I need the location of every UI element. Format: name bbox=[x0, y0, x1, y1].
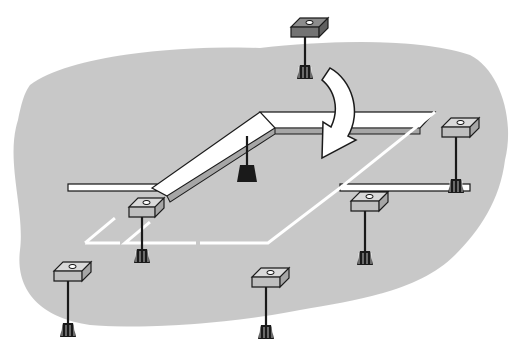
support-foot bbox=[134, 249, 150, 263]
leveling-support-block-icon bbox=[289, 16, 330, 79]
pit-corner-leg bbox=[237, 136, 257, 182]
support-hole bbox=[68, 264, 77, 269]
support-foot bbox=[297, 65, 313, 79]
support-block-front bbox=[251, 276, 281, 288]
curved-arrow-icon bbox=[321, 67, 358, 160]
support-hole bbox=[266, 270, 275, 275]
support-foot bbox=[357, 251, 373, 265]
support-block-front bbox=[350, 200, 380, 212]
supports-group bbox=[52, 16, 481, 339]
support-block-side bbox=[378, 190, 389, 213]
support-block-front bbox=[290, 26, 320, 38]
support-hole bbox=[142, 200, 151, 205]
leveling-support-block-icon bbox=[250, 266, 291, 339]
support-hole bbox=[456, 120, 465, 125]
support-block-side bbox=[318, 16, 329, 39]
leveling-support-block-icon bbox=[349, 190, 390, 265]
support-hole bbox=[305, 20, 314, 25]
leveling-support-block-icon bbox=[52, 260, 93, 337]
support-block-side bbox=[81, 260, 92, 283]
support-block-side bbox=[469, 116, 480, 139]
support-block-side bbox=[279, 266, 290, 289]
support-block-side bbox=[154, 196, 165, 219]
support-block-front bbox=[53, 270, 83, 282]
support-foot bbox=[448, 179, 464, 193]
leveling-support-block-icon bbox=[127, 196, 166, 263]
support-block-front bbox=[128, 206, 156, 218]
support-block-front bbox=[441, 126, 471, 138]
support-hole bbox=[365, 194, 374, 199]
leveling-support-block-icon bbox=[440, 116, 481, 193]
support-foot bbox=[258, 325, 274, 339]
support-foot bbox=[60, 323, 76, 337]
